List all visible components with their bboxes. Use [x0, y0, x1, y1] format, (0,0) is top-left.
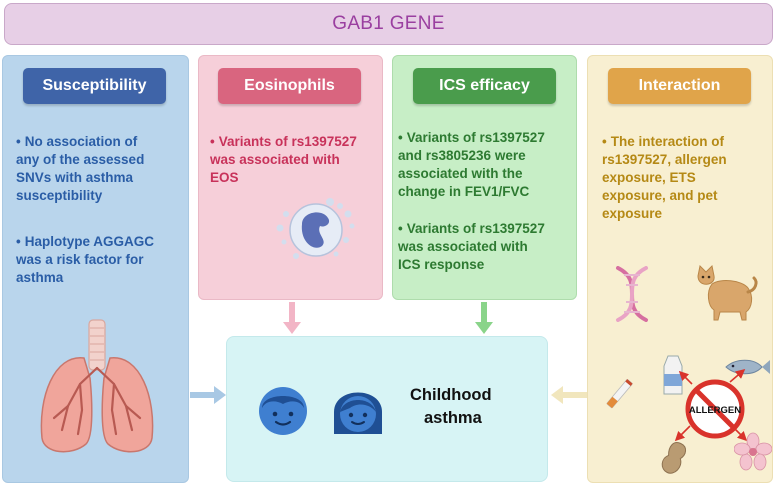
ics-efficacy-label: ICS efficacy: [439, 77, 530, 94]
cat-icon: [697, 264, 758, 321]
susceptibility-header: Susceptibility: [23, 68, 166, 104]
ics-efficacy-header: ICS efficacy: [413, 68, 556, 104]
interaction-header: Interaction: [608, 68, 751, 104]
eosinophils-arrow: [283, 302, 301, 334]
eosinophil-cell-icon: [276, 198, 355, 259]
title-bar: GAB1 GENE: [4, 3, 773, 45]
boy-face-icon: [259, 387, 307, 435]
lungs-icon: [40, 319, 154, 453]
interaction-arrow: [551, 386, 587, 404]
ics-arrow: [475, 302, 493, 334]
girl-face-icon: [334, 392, 382, 434]
childhood-asthma-label: Childhood asthma: [410, 386, 492, 427]
allergen-label: ALLERGEN: [689, 405, 741, 416]
page-title: GAB1 GENE: [332, 13, 445, 34]
eosinophils-label: Eosinophils: [244, 77, 335, 94]
cigarette-icon: [606, 379, 633, 409]
allergen-prohibited-icon: ALLERGEN: [685, 379, 745, 439]
peanut-icon: [661, 442, 687, 474]
susceptibility-label: Susceptibility: [42, 77, 147, 94]
interaction-bullet-1: •The interaction of rs1397527, allergen …: [602, 134, 727, 221]
flower-icon: [734, 432, 772, 471]
susceptibility-bullet-2: •Haplotype AGGAGC was a risk factor for …: [16, 234, 154, 285]
ics-bullet-2: •Variants of rs1397527 was associated wi…: [398, 221, 545, 272]
eosinophils-bullet-1: •Variants of rs1397527 was associated wi…: [210, 134, 357, 185]
dna-icon: [616, 266, 648, 322]
interaction-label: Interaction: [638, 77, 721, 94]
eosinophils-header: Eosinophils: [218, 68, 361, 104]
ics-bullet-1: •Variants of rs1397527 and rs3805236 wer…: [398, 130, 545, 199]
milk-carton-icon: [663, 355, 683, 395]
allergen-arrows: [674, 368, 748, 442]
susceptibility-bullet-1: •No association of any of the assessed S…: [16, 134, 145, 203]
susceptibility-panel: [2, 55, 189, 483]
susceptibility-arrow: [190, 386, 226, 404]
